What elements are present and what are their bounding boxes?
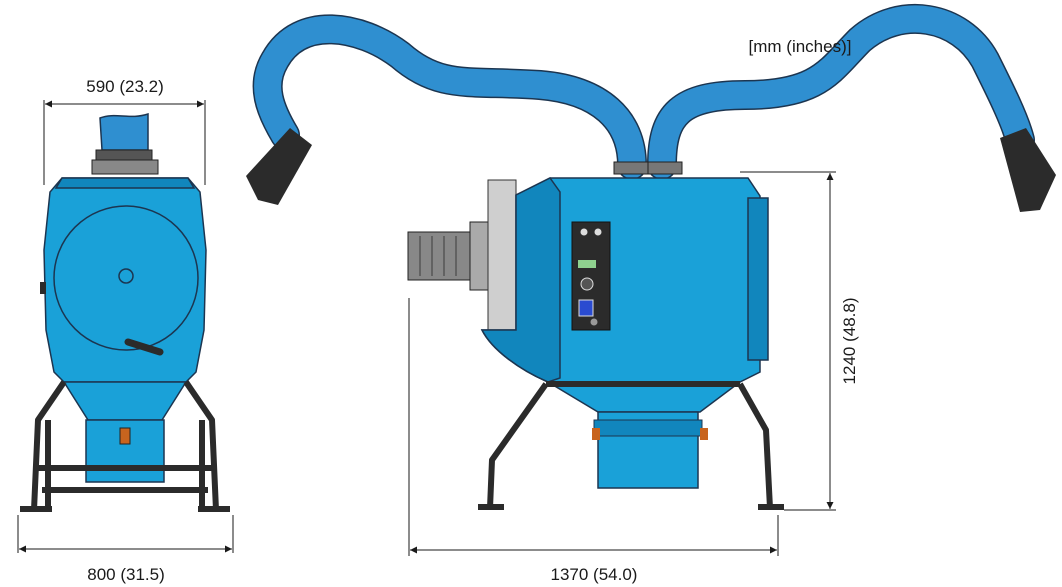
front-lid-shape [53,205,199,351]
motor-shape [407,231,471,281]
side-foot-left-shape [478,504,504,510]
front-bin-clip-shape [119,427,131,445]
front-side-tab-shape [40,282,46,294]
front-lid-handle-shape [124,338,164,356]
top-width-label: 590 (23.2) [86,77,164,96]
side-view [246,4,1056,510]
panel-switch-icon [578,299,594,317]
left-hose-collar-shape [613,161,649,175]
front-collar-shape [95,149,153,161]
panel-indicator-1-icon [580,228,588,236]
side-body-front-face [480,177,561,383]
front-view [20,112,230,512]
motor-coupling-shape [469,221,491,291]
length-label: 1370 (54.0) [551,565,638,584]
side-bin-clip-left-shape [592,428,600,440]
right-extraction-hose-fill [648,5,1034,179]
panel-indicator-2-icon [594,228,602,236]
front-frame-shape [31,380,219,511]
side-foot-right-shape [758,504,784,510]
front-foot-right-shape [198,506,230,512]
panel-display-icon [578,260,596,268]
fan-housing-shape [487,179,517,331]
panel-reset-icon [590,318,598,326]
front-collar-base-shape [91,159,159,175]
right-extraction-hood-shape [1000,128,1056,212]
left-extraction-hood-shape [246,128,312,205]
front-lid-knob-shape [118,268,134,284]
right-hose-collar-shape [647,161,683,175]
side-frame-shape [487,381,773,509]
front-foot-left-shape [20,506,52,512]
height-label: 1240 (48.8) [840,298,859,385]
panel-dial-icon [580,277,594,291]
front-top-cap-shape [54,177,196,189]
motor-fins-shape [419,236,457,276]
units-note: [mm (inches)] [749,37,852,56]
side-bin-band-shape [593,419,703,437]
dimension-lines [17,100,836,556]
side-bin-clip-right-shape [700,428,708,440]
side-filter-door-shape [747,197,769,361]
base-width-label: 800 (31.5) [87,565,165,584]
left-extraction-hose-fill [254,15,646,179]
front-hose-stub-shape [99,112,149,151]
front-hopper-shape [62,381,188,421]
